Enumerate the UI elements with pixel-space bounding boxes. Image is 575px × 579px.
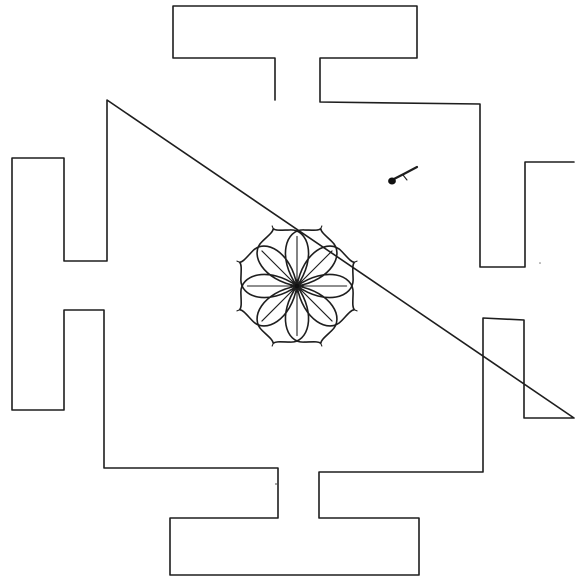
lotus-center-dot xyxy=(295,284,299,288)
ink-dot xyxy=(389,178,396,184)
